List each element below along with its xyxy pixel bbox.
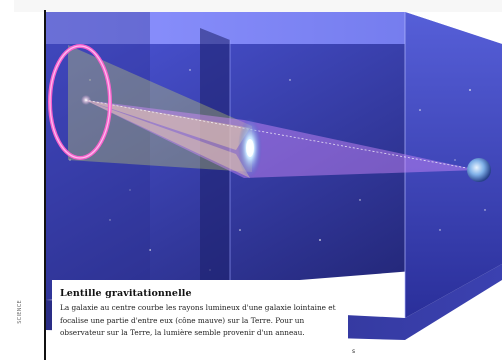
caption-title: Lentille gravitationnelle — [60, 288, 192, 299]
column-rule — [44, 10, 46, 360]
earth — [467, 158, 491, 182]
caption-text: La galaxie au centre courbe les rayons l… — [60, 302, 344, 340]
stray-mark: s — [352, 348, 355, 355]
photo-credit: SCIENCE — [17, 300, 25, 324]
distant-galaxy — [81, 95, 91, 105]
